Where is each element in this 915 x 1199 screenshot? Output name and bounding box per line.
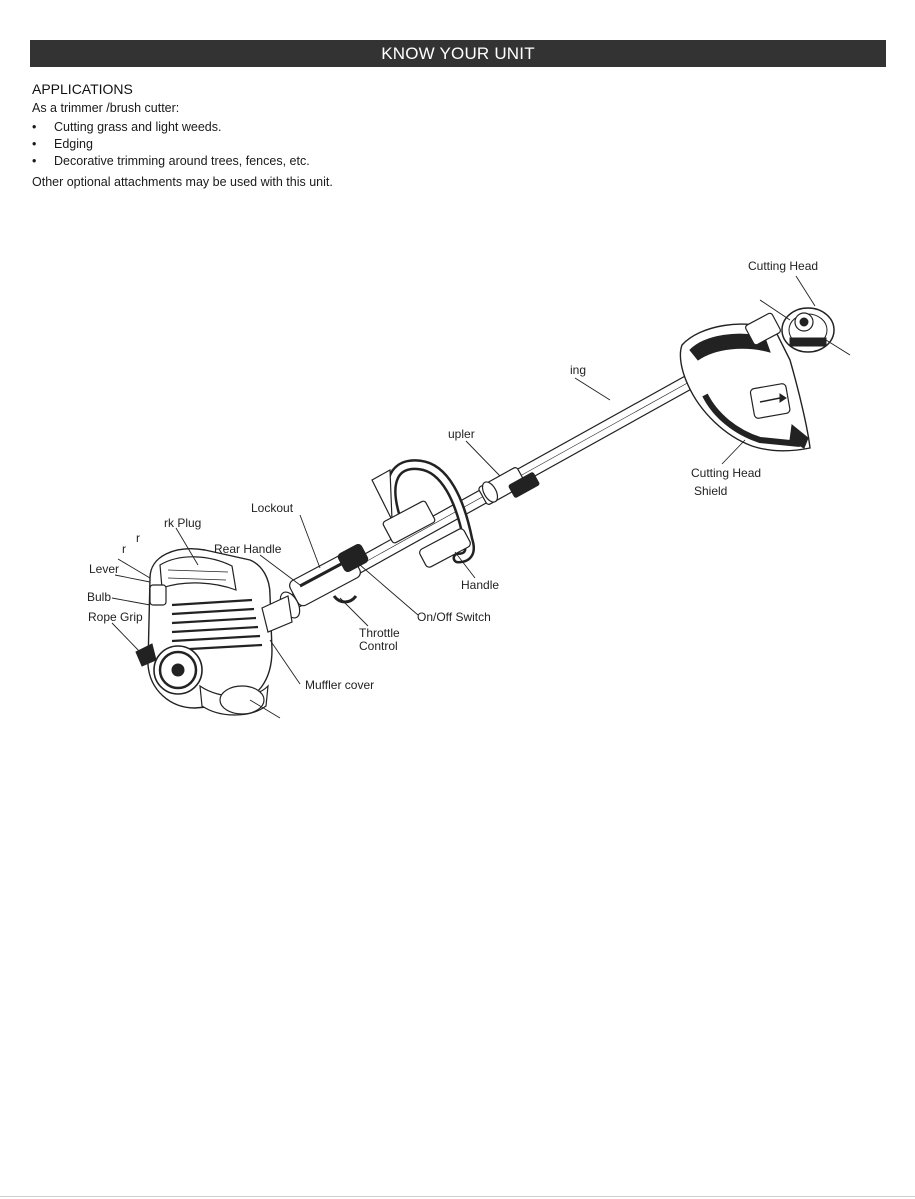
label-lockout: Lockout <box>251 501 294 515</box>
applications-note: Other optional attachments may be used w… <box>32 175 333 189</box>
cutting-head-shield-drawing <box>679 323 811 452</box>
list-item: •Edging <box>32 137 93 151</box>
label-cutting-head-shield-line2: Shield <box>694 484 727 498</box>
applications-intro: As a trimmer /brush cutter: <box>32 101 180 115</box>
label-lever: Lever <box>89 562 119 576</box>
page-title: KNOW YOUR UNIT <box>381 43 535 63</box>
cutting-head-drawing <box>745 299 851 356</box>
list-item: •Cutting grass and light weeds. <box>32 120 222 134</box>
label-muffler-cover: Muffler cover <box>305 678 374 692</box>
label-spark-plug: rk Plug <box>164 516 201 530</box>
label-fragment-r1: r <box>136 531 140 545</box>
label-cutting-head-shield-line1: Cutting Head <box>691 466 761 480</box>
label-shaft: ing <box>570 363 586 377</box>
label-rope-grip: Rope Grip <box>88 610 143 624</box>
page-bottom-rule <box>0 1196 915 1197</box>
bullet: • <box>32 120 37 134</box>
section-title-bar: KNOW YOUR UNIT <box>30 40 886 67</box>
diagram-labels: Cutting Head ing upler Cutting Head Shie… <box>87 259 818 692</box>
label-cutting-head: Cutting Head <box>748 259 818 273</box>
applications-section: APPLICATIONS As a trimmer /brush cutter:… <box>32 81 632 190</box>
label-throttle-line1: Throttle <box>359 626 400 640</box>
list-item: •Decorative trimming around trees, fence… <box>32 154 310 168</box>
bullet: • <box>32 137 37 151</box>
label-handle: Handle <box>461 578 499 592</box>
engine-drawing <box>135 548 293 716</box>
coupler-drawing <box>478 467 540 505</box>
label-bulb: Bulb <box>87 590 111 604</box>
bullet: • <box>32 154 37 168</box>
applications-heading: APPLICATIONS <box>32 81 133 97</box>
loop-handle-drawing <box>371 459 476 568</box>
label-rear-handle: Rear Handle <box>214 542 282 556</box>
label-throttle-line2: Control <box>359 639 398 653</box>
label-on-off-switch: On/Off Switch <box>417 610 491 624</box>
trimmer-diagram: Cutting Head ing upler Cutting Head Shie… <box>87 259 851 719</box>
rear-handle-drawing <box>279 543 369 619</box>
leader-lines <box>111 275 816 719</box>
label-fragment-r2: r <box>122 542 126 556</box>
label-coupler: upler <box>448 427 475 441</box>
applications-list: •Cutting grass and light weeds. •Edging … <box>32 119 632 170</box>
